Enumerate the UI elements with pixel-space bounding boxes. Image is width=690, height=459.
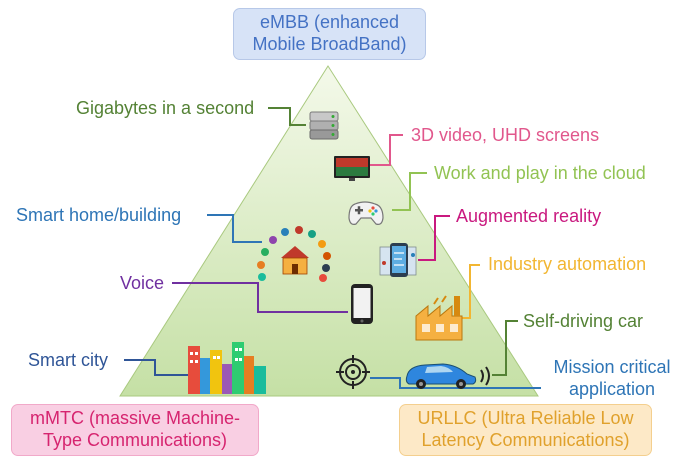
ar-phone-icon [379, 243, 417, 277]
label-smart-home: Smart home/building [16, 205, 182, 225]
urllc-line2: Latency Communications) [421, 430, 630, 450]
label-voice: Voice [120, 273, 165, 293]
connector-voice [172, 282, 348, 313]
database-icon [309, 111, 339, 140]
embb-box: eMBB (enhanced Mobile BroadBand) [233, 8, 426, 60]
label-mission-line1: Mission critical [553, 357, 671, 377]
connector-work [392, 172, 427, 211]
smart-home-icon [257, 226, 331, 282]
label-smart-city: Smart city [28, 350, 109, 370]
mmtc-line1: mMTC (massive Machine- [29, 408, 241, 428]
connector-gigabytes [268, 107, 306, 126]
embb-line2: Mobile BroadBand) [252, 34, 407, 54]
label-industry-automation: Industry automation [488, 254, 647, 274]
connector-3dvideo [370, 134, 403, 166]
city-icon [188, 342, 266, 394]
connector-selfdriving [492, 320, 518, 376]
label-self-driving: Self-driving car [523, 311, 644, 331]
connector-smartcity [124, 359, 188, 376]
mmtc-box: mMTC (massive Machine- Type Communicatio… [11, 404, 259, 456]
label-mission-line2: application [568, 379, 656, 399]
label-gigabytes: Gigabytes in a second [76, 98, 255, 118]
mmtc-line2: Type Communications) [42, 430, 228, 450]
connector-smarthome [207, 214, 262, 243]
label-3d-video: 3D video, UHD screens [411, 125, 600, 145]
urllc-line1: URLLC (Ultra Reliable Low [417, 408, 634, 428]
target-icon [336, 355, 370, 389]
connector-industry [460, 264, 480, 319]
factory-icon [415, 295, 463, 341]
gamepad-icon [348, 201, 384, 225]
embb-line1: eMBB (enhanced [259, 12, 400, 32]
label-mission-critical: Mission critical application [546, 356, 678, 400]
urllc-box: URLLC (Ultra Reliable Low Latency Commun… [399, 404, 652, 456]
label-augmented-reality: Augmented reality [456, 206, 602, 226]
connector-ar [418, 215, 450, 261]
label-work-play: Work and play in the cloud [434, 163, 646, 183]
tv-icon [334, 156, 370, 181]
connector-mission [370, 377, 541, 389]
smartphone-icon [351, 284, 373, 324]
car-icon [405, 363, 490, 389]
